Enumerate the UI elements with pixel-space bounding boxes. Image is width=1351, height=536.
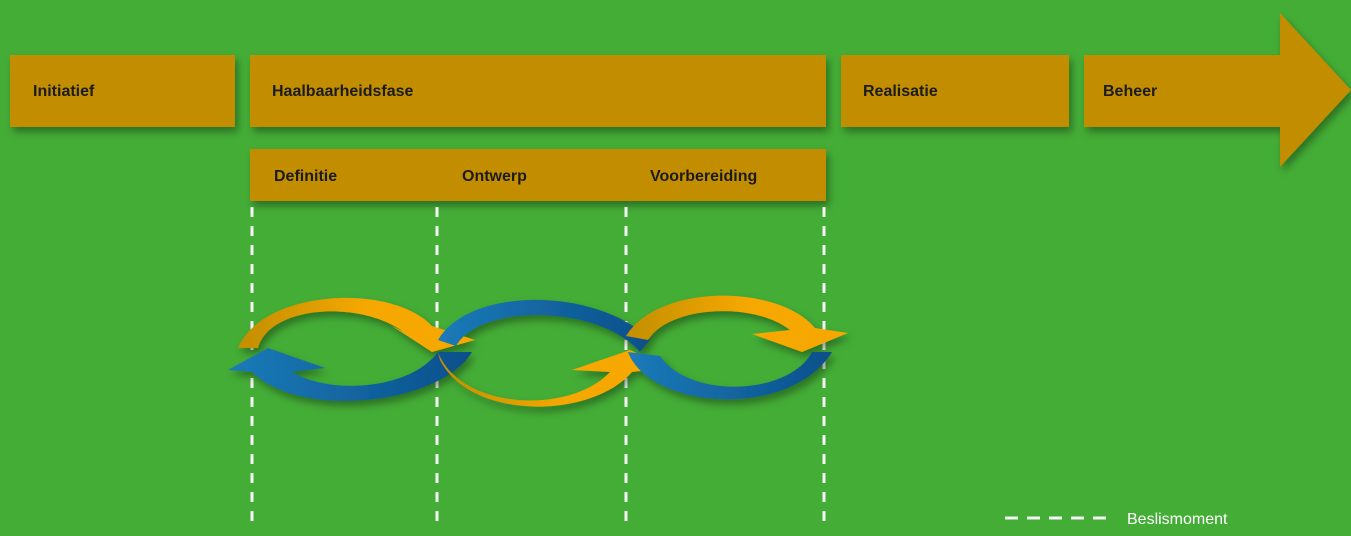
cycle-1-top-orange-arrow	[238, 297, 475, 352]
legend-label-beslismoment: Beslismoment	[1127, 511, 1228, 528]
cycle-2-top-blue-arrow	[438, 299, 650, 352]
cycle-arrows	[228, 295, 848, 407]
phase-bar-realisatie: Realisatie	[841, 55, 1069, 127]
phase-label-haalbaarheidsfase: Haalbaarheidsfase	[272, 83, 414, 100]
cycle-2-bottom-orange-arrow	[438, 350, 668, 407]
phase-bar-beheer: Beheer	[1084, 13, 1351, 167]
cycle-3-bottom-blue-arrow	[628, 352, 832, 400]
phase-label-realisatie: Realisatie	[863, 83, 938, 100]
cycle-3-arrows	[626, 295, 848, 400]
subphase-label-definitie: Definitie	[274, 168, 337, 185]
subphase-bar: Definitie Ontwerp Voorbereiding	[250, 149, 826, 201]
phase-label-beheer: Beheer	[1103, 83, 1157, 100]
phase-bar-haalbaarheidsfase: Haalbaarheidsfase	[250, 55, 826, 127]
cycle-1-bottom-blue-arrow	[228, 348, 472, 401]
cycle-1-arrows	[228, 297, 475, 401]
phase-label-initiatief: Initiatief	[33, 83, 95, 100]
phase-bar-initiatief: Initiatief	[10, 55, 235, 127]
subphase-label-ontwerp: Ontwerp	[462, 168, 527, 185]
legend: Beslismoment	[1005, 511, 1228, 528]
cycle-2-arrows	[438, 299, 668, 407]
cycle-3-top-orange-arrow	[626, 295, 848, 352]
subphase-label-voorbereiding: Voorbereiding	[650, 168, 757, 185]
